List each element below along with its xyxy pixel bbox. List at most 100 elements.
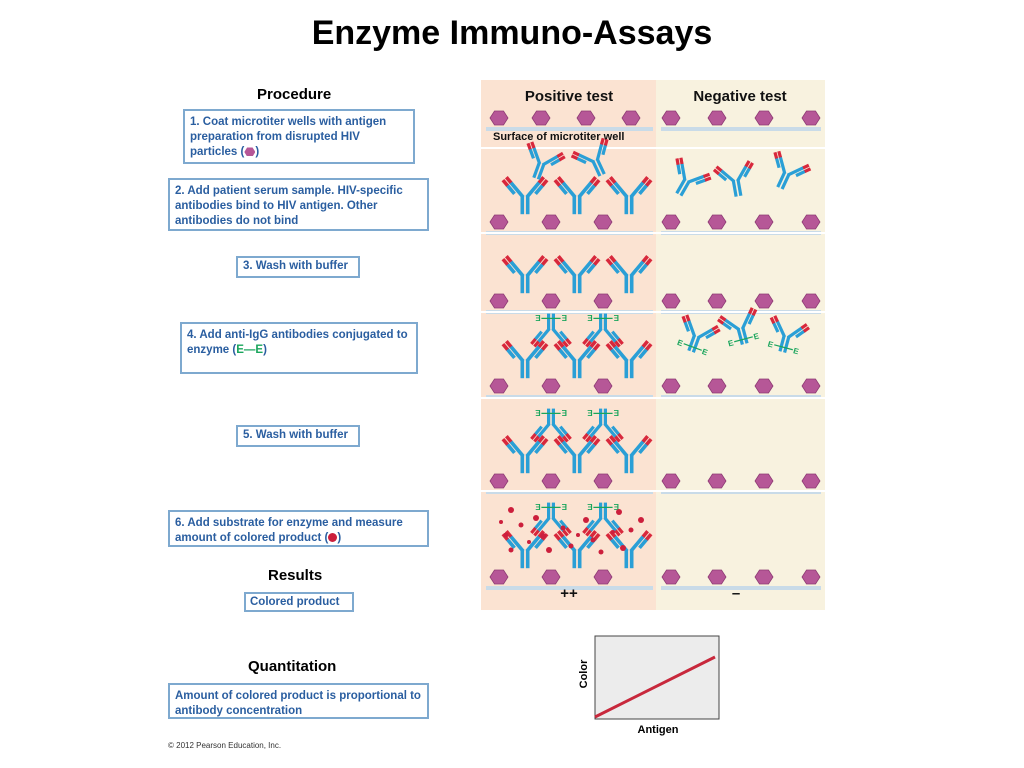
antibody-arm-light (586, 347, 597, 360)
antibody-arm (553, 340, 577, 363)
antibody-tip (773, 315, 779, 323)
antibody-arm-heavy (680, 162, 687, 181)
antigen-hexagon (541, 569, 561, 585)
antibody-arm-light (611, 519, 621, 530)
antibody-arm (629, 255, 653, 278)
positive-test-header: Positive test (525, 88, 613, 105)
antibody-heavy-chain (675, 178, 687, 195)
antigen-hexagon (661, 293, 681, 309)
antibody-heavy-chain (520, 550, 525, 569)
antibody-arm-light (534, 262, 545, 275)
enzyme-label: E (727, 338, 735, 348)
antibody-arm-light (559, 330, 569, 341)
step-6-box: 6. Add substrate for enzyme and measure … (168, 510, 429, 547)
antibody-tip (679, 157, 684, 165)
antigen-hexagon (576, 110, 596, 126)
antibody-arm (577, 255, 601, 278)
antigen-hexagon (489, 293, 509, 309)
antibody-tip (537, 435, 546, 443)
colored-product-dot (590, 537, 596, 543)
antibody-arm-light (721, 321, 732, 331)
antibody-heavy-chain (577, 275, 582, 294)
antibody-tip (530, 526, 537, 534)
antibody-arm-light (586, 442, 597, 455)
step-1-suffix: ) (255, 146, 260, 158)
antibody-arm (501, 255, 525, 278)
antibody-tip (504, 530, 513, 538)
antibody-arm (696, 324, 721, 340)
antibody-arm-light (505, 537, 516, 550)
antibody-tip (605, 257, 613, 266)
antibody (553, 255, 601, 294)
antibody-tip (541, 257, 549, 266)
antibody-heavy-chain (551, 502, 555, 519)
antibody-arm (681, 314, 697, 338)
antibody-tip (501, 437, 509, 446)
enzyme-label: E (561, 313, 567, 322)
colored-product-dot (560, 525, 566, 531)
enzyme-label: E (676, 338, 685, 349)
colored-product-dot (620, 545, 626, 551)
antibody-arm (501, 176, 525, 199)
antibody-arm-light (676, 163, 682, 175)
antigen-hexagon (707, 214, 727, 230)
antibody-arm-heavy (509, 344, 525, 363)
antibody-tip (641, 530, 650, 538)
well-surface (486, 127, 653, 131)
antibody-arm (530, 327, 551, 348)
antibody-heavy-chain (736, 328, 744, 345)
antibody-arm (570, 150, 595, 165)
antibody-arm-heavy (723, 318, 741, 332)
antibody-arm-heavy (536, 327, 551, 344)
antibody-tip (582, 337, 589, 345)
antibody-arm-heavy (577, 153, 595, 164)
antibody (773, 150, 812, 190)
antibody-tip (572, 150, 580, 157)
antibody-heavy-chain (525, 360, 530, 379)
antibody-arm (712, 165, 736, 183)
antibody-tip (526, 142, 532, 150)
antibody-arm-light (772, 321, 780, 333)
antibody-arm-light (505, 183, 516, 196)
antibody-arm-heavy (525, 534, 541, 553)
antibody-arm-light (550, 158, 561, 167)
antigen-hexagon (707, 110, 727, 126)
antibody-heavy-chain (572, 360, 577, 379)
antibody-tip (800, 323, 808, 330)
antibody-tip (719, 315, 727, 322)
antigen-hexagon (489, 378, 509, 394)
antibody-heavy-chain (780, 173, 791, 190)
antibody-arm-heavy (687, 319, 697, 338)
antibody-heavy-chain (577, 196, 582, 215)
antibody-arm-light (528, 148, 535, 159)
antibody-arm (687, 172, 712, 186)
antibody-tip (713, 328, 721, 335)
antibody-tip (614, 340, 621, 348)
antibody-arm (501, 435, 525, 458)
antibody-arm-light (505, 442, 516, 455)
antibody-arm-light (585, 330, 595, 341)
antibody-heavy-chain (776, 171, 786, 188)
antibody-tip (641, 435, 650, 443)
antibody-arm-heavy (532, 146, 542, 165)
procedure-heading: Procedure (257, 86, 332, 103)
antibody-arm (553, 435, 577, 458)
antibody-heavy-chain (525, 275, 530, 294)
colored-product-icon (328, 533, 338, 543)
antibody-tip (685, 314, 691, 322)
antibody (526, 141, 566, 180)
antibody-arm-heavy (551, 422, 566, 439)
antibody-tip (585, 529, 592, 537)
slide-title: Enzyme Immuno-Assays (311, 14, 713, 52)
antibody-arm-light (505, 347, 516, 360)
colored-product-dot (576, 533, 580, 537)
enzyme-label: E (535, 408, 541, 417)
antibody-tip (565, 526, 572, 534)
antibody-arm-heavy (525, 439, 541, 458)
antibody-arm-light (601, 144, 608, 156)
antibody-heavy-chain (551, 408, 555, 425)
antibody-tip (608, 255, 617, 263)
antibody-tip (773, 151, 779, 159)
antibody-tip (675, 158, 680, 165)
antigen-hexagon (754, 473, 774, 489)
